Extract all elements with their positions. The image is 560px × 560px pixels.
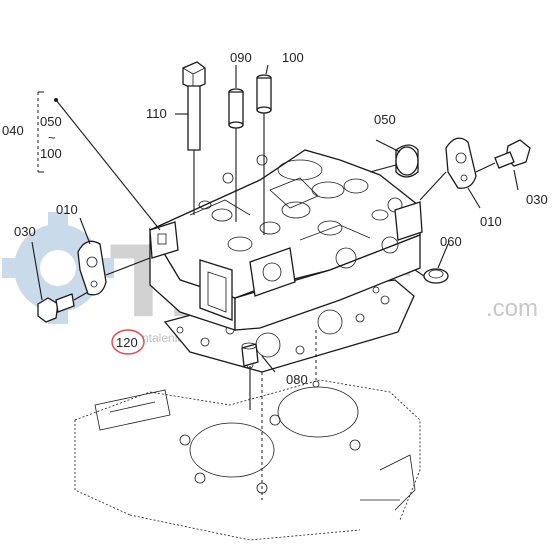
callout-080: 080 — [286, 372, 308, 387]
engine-block — [74, 379, 421, 541]
callout-010-left: 010 — [56, 202, 78, 217]
bolt-left — [37, 291, 89, 323]
callout-110: 110 — [146, 106, 167, 121]
head-bolt — [182, 61, 206, 215]
callout-050-range-start: 050 — [40, 114, 62, 129]
cylinder-head — [149, 149, 423, 331]
callout-030-left: 030 — [14, 224, 36, 239]
callout-040: 040 — [2, 123, 24, 138]
watermark-small-text: ntalenio — [142, 331, 184, 345]
highlight-ring — [111, 329, 145, 355]
callout-050: 050 — [374, 112, 396, 127]
dowel-pin-080 — [241, 342, 259, 410]
callout-010-right: 010 — [480, 214, 502, 229]
plug-060 — [414, 268, 449, 284]
hanger-bracket-right — [419, 137, 477, 201]
callout-100: 100 — [282, 50, 304, 65]
callout-030-right: 030 — [526, 192, 548, 207]
hanger-bracket-left — [77, 240, 151, 296]
callout-100-range-end: 100 — [40, 146, 62, 161]
push-rod-100 — [256, 74, 272, 235]
push-rod-090 — [228, 88, 244, 222]
watermark-domain: .com — [486, 295, 538, 322]
callout-120: 120 — [116, 335, 138, 350]
bolt-right — [475, 139, 531, 173]
callout-060: 060 — [440, 234, 462, 249]
callout-range-tilde: ~ — [48, 130, 56, 145]
watermark-gear-icon — [2, 212, 114, 324]
leader-lines — [31, 64, 519, 500]
callout-090: 090 — [230, 50, 252, 65]
core-plug-050 — [369, 144, 419, 178]
